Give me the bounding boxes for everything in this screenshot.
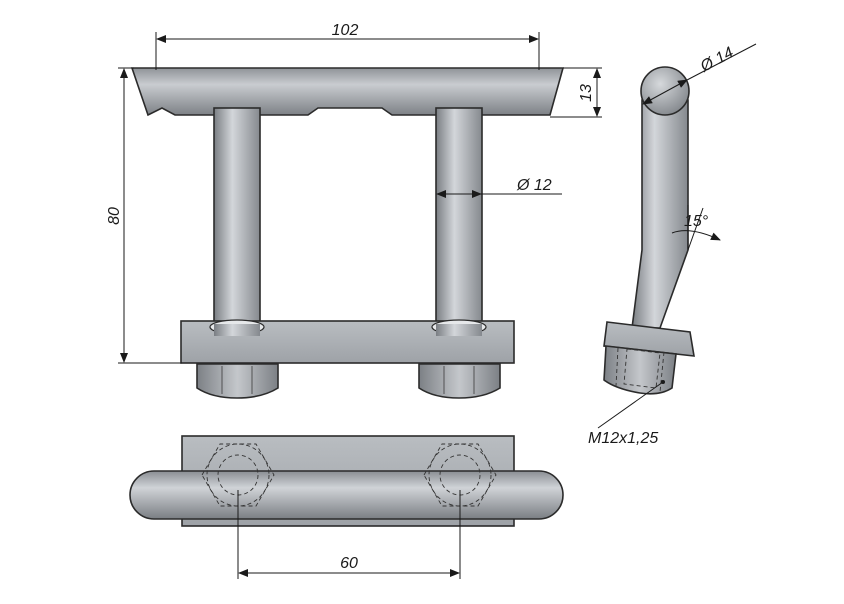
dimension-rod-diameter-label: Ø 12 (516, 177, 552, 194)
dimension-angle-label: 15° (684, 213, 709, 230)
side-bar (631, 99, 689, 329)
dimension-height-label: 80 (106, 207, 123, 225)
dimension-height: 80 (106, 67, 182, 364)
dimension-thickness-label: 13 (578, 84, 595, 102)
dimension-bar-diameter-label: Ø 14 (697, 44, 737, 76)
dimension-spacing-label: 60 (340, 555, 358, 572)
dimension-spacing: 60 (237, 490, 461, 579)
nut-left (196, 363, 279, 399)
top-view-bar (129, 470, 564, 520)
thread-callout: M12x1,25 (588, 380, 665, 447)
dimension-length-label: 102 (332, 22, 359, 39)
side-nut (603, 345, 677, 395)
dimension-length: 102 (155, 22, 540, 70)
side-bar-cap (640, 66, 690, 116)
dimension-angle: 15° (671, 205, 721, 251)
side-plate (603, 321, 695, 357)
top-bar (130, 67, 565, 117)
nut-right (418, 363, 501, 399)
rod-left (213, 107, 261, 337)
top-view (129, 435, 564, 527)
dimension-rod-diameter: Ø 12 (436, 177, 562, 198)
side-view (603, 66, 695, 395)
rod-right (435, 107, 483, 337)
front-view (130, 67, 565, 399)
dimension-thickness: 13 (550, 67, 602, 118)
thread-label: M12x1,25 (588, 430, 658, 447)
